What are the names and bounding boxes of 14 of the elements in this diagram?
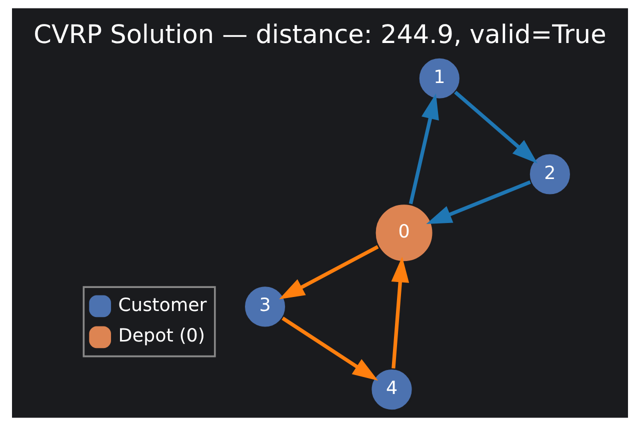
node-circle: 4 [370,368,414,412]
node-circle: 2 [528,152,572,196]
arrow [279,245,379,300]
node-circle: 1 [418,56,462,100]
arrow [282,316,378,381]
legend-label: Depot (0) [118,326,206,347]
arrow [454,90,538,164]
arrow [391,256,410,369]
node-circle: 0 [374,202,434,263]
diagram-title: CVRP Solution — distance: 244.9, valid=True [34,20,606,50]
legend-label: Customer [118,294,207,316]
arrow [408,94,439,204]
node-circle: 3 [243,284,287,329]
arrow [426,180,531,224]
